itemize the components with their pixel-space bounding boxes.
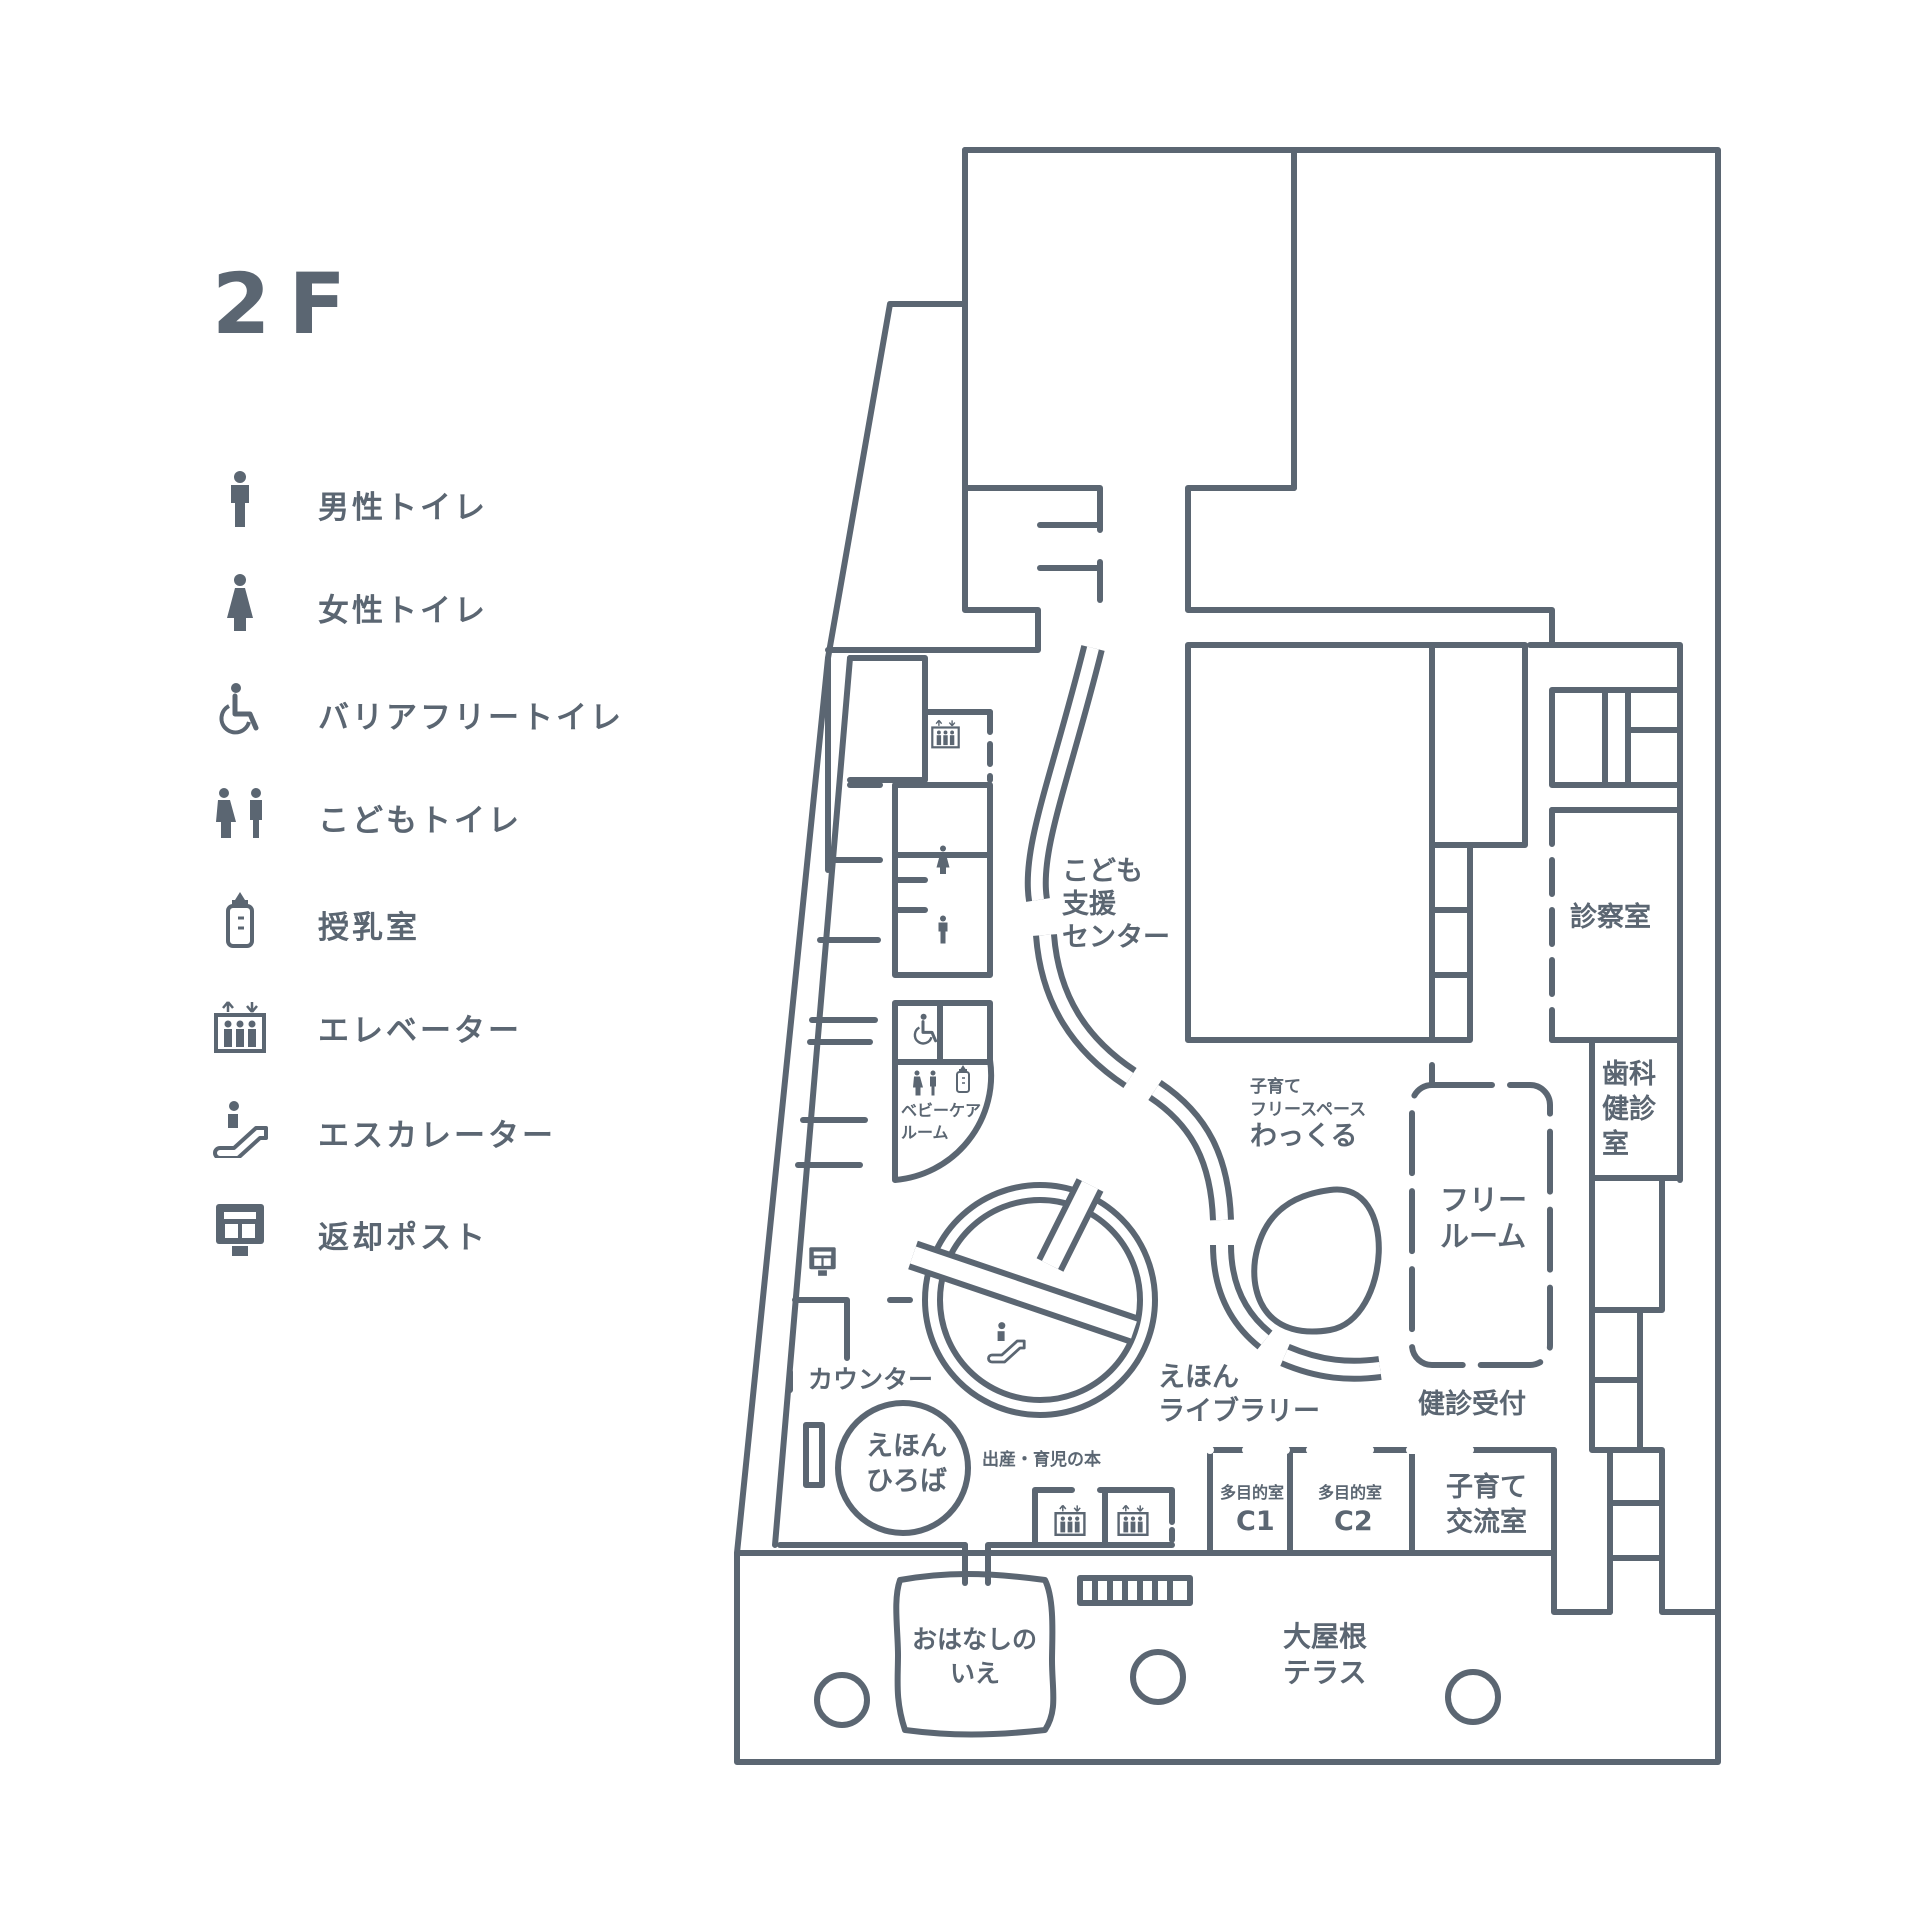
- room-label-shika: 健診: [1602, 1093, 1657, 1125]
- room-label-tamokuteki-c2: C2: [1334, 1506, 1373, 1537]
- legend-item-elevator: エレベーター: [210, 993, 670, 1053]
- room-labels: こども 支援 センター 診察室 歯科 健診 室 子育て フリースペース わっくる…: [808, 856, 1657, 1689]
- room-label-shussan-books: 出産・育児の本: [982, 1449, 1101, 1470]
- legend-item-escalator: エスカレーター: [210, 1098, 670, 1158]
- legend-item-nursing-room: 授乳室: [210, 890, 670, 950]
- room-label-kosodate-koryu: 交流室: [1446, 1506, 1527, 1538]
- room-label-tamokuteki-c1: C1: [1236, 1506, 1275, 1537]
- legend-item-wheelchair-toilet: バリアフリートイレ: [210, 680, 670, 740]
- legend-label: エスカレーター: [318, 1118, 556, 1154]
- female-toilet-icon: [936, 845, 950, 874]
- legend-label: エレベーター: [318, 1013, 522, 1049]
- room-label-baby-care: ベビーケア: [901, 1101, 981, 1120]
- legend-item-male-toilet: 男性トイレ: [210, 470, 670, 530]
- room-label-kodomo-shien: センター: [1062, 922, 1170, 953]
- room-label-ehon-hiroba: ひろば: [866, 1466, 947, 1497]
- elevator-icon: [1117, 1504, 1149, 1537]
- room-label-oyane-terrace: 大屋根: [1283, 1620, 1367, 1653]
- room-label-kodomo-shien: こども: [1062, 856, 1143, 887]
- legend-item-female-toilet: 女性トイレ: [210, 573, 670, 633]
- room-label-ohanashi: いえ: [950, 1659, 1000, 1688]
- nursing-room-icon: [956, 1064, 970, 1093]
- legend-label: バリアフリートイレ: [318, 700, 624, 736]
- room-label-baby-care: ルーム: [901, 1123, 949, 1142]
- legend-label: こどもトイレ: [318, 803, 522, 839]
- room-label-counter: カウンター: [808, 1365, 933, 1394]
- room-label-shinsatsu: 診察室: [1570, 901, 1651, 933]
- room-label-kosodate-koryu: 子育て: [1446, 1471, 1527, 1503]
- room-label-tamokuteki-c2: 多目的室: [1318, 1483, 1382, 1502]
- elevator-icon: [1054, 1504, 1086, 1537]
- return-box-icon: [809, 1247, 836, 1276]
- room-label-free-room: フリー: [1440, 1183, 1527, 1217]
- room-label-shika: 歯科: [1602, 1059, 1656, 1090]
- legend-label: 授乳室: [318, 910, 420, 946]
- room-label-free-room: ルーム: [1440, 1219, 1526, 1253]
- floor-title: 2F: [212, 255, 364, 353]
- legend-label: 女性トイレ: [318, 593, 488, 629]
- male-toilet-icon: [938, 915, 948, 944]
- wheelchair-toilet-icon: [913, 1012, 938, 1045]
- walls: [734, 147, 1721, 1765]
- legend-label: 男性トイレ: [318, 490, 488, 526]
- room-label-wakkuru: わっくる: [1250, 1121, 1357, 1152]
- escalator-icon: [987, 1320, 1026, 1364]
- room-label-shika: 室: [1602, 1128, 1629, 1160]
- room-label-ehon-hiroba: えほん: [866, 1431, 947, 1462]
- room-label-ohanashi: おはなしの: [912, 1625, 1037, 1654]
- room-label-kodomo-shien: 支援: [1062, 889, 1117, 920]
- room-label-wakkuru: フリースペース: [1250, 1100, 1366, 1120]
- legend-item-return-box: 返却ポスト: [210, 1200, 670, 1260]
- room-label-tamokuteki-c1: 多目的室: [1220, 1483, 1284, 1502]
- room-label-ehon-library: ライブラリー: [1158, 1395, 1320, 1427]
- room-label-ehon-library: えほん: [1158, 1362, 1239, 1393]
- elevator-icon: [931, 719, 960, 749]
- legend-label: 返却ポスト: [318, 1220, 488, 1256]
- room-label-wakkuru: 子育て: [1250, 1076, 1301, 1097]
- kids-toilet-icon: [913, 1070, 936, 1096]
- room-label-kenshin-uketsuke: 健診受付: [1418, 1388, 1526, 1420]
- room-label-oyane-terrace: テラス: [1283, 1656, 1366, 1689]
- legend-item-kids-toilet: こどもトイレ: [210, 783, 670, 843]
